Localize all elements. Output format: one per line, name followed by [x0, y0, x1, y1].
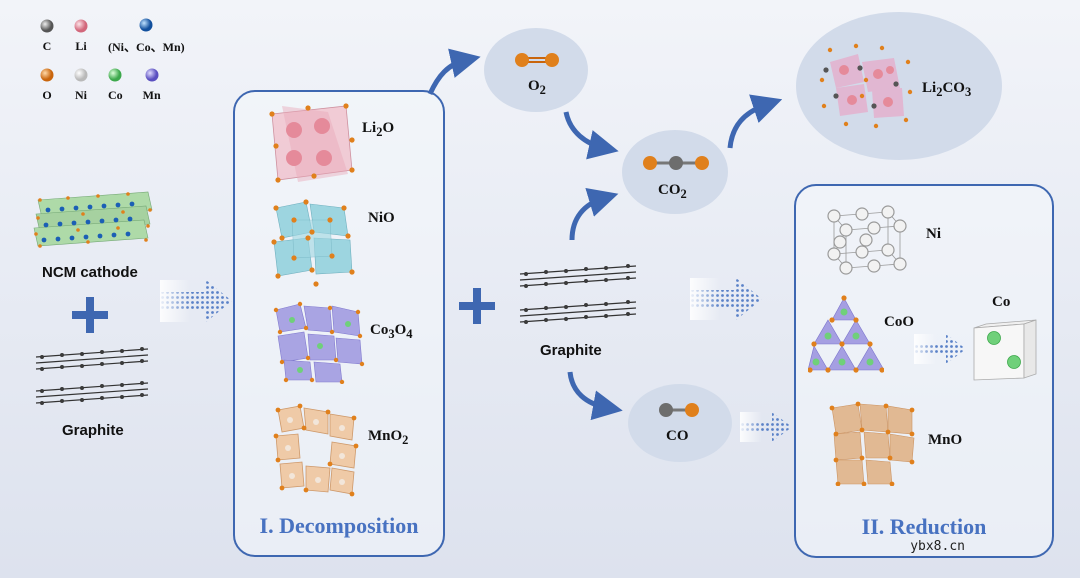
li2o-label-b: O: [382, 120, 395, 136]
co-molecule: [659, 403, 699, 417]
o2-label: O2: [528, 78, 546, 98]
plus-icon: [72, 297, 108, 333]
ni-structure: [827, 205, 907, 275]
ni-label: Ni: [926, 226, 941, 242]
li2o-structure: [269, 103, 355, 183]
mno2-label: MnO2: [368, 428, 408, 448]
arrow-co2-to-li2co3: [727, 94, 783, 149]
oxygen-atom-icon: [40, 68, 54, 82]
graphite-label-left: Graphite: [62, 422, 124, 439]
li2o-label-sub: 2: [376, 125, 383, 139]
li2co3-label: Li2CO3: [922, 80, 971, 100]
lithium-atom-icon: [74, 19, 88, 33]
co3o4-label-sub1: 3: [388, 327, 395, 341]
co3o4-label: Co3O4: [370, 322, 413, 342]
dotted-arrow-icon: [160, 280, 232, 322]
graphite-structure-middle: [519, 264, 637, 324]
mno2-label-sub: 2: [402, 433, 409, 447]
o2-label-sub: 2: [539, 83, 546, 97]
co3o4-label-a: Co: [370, 322, 389, 338]
plus-icon-middle: [459, 288, 495, 324]
co-label: CO: [666, 428, 689, 444]
ncm-cathode-label: NCM cathode: [42, 264, 138, 281]
coo-structure: [808, 295, 884, 373]
nio-label: NiO: [368, 210, 395, 226]
co2-molecule: [643, 156, 709, 170]
li2co3-label-a: Li: [922, 80, 937, 96]
legend-label-c: C: [42, 39, 52, 53]
nio-structure: [271, 199, 355, 287]
mno-structure: [829, 401, 915, 486]
li2co3-label-sub2: 3: [964, 85, 972, 99]
coo-label: CoO: [884, 314, 914, 330]
legend-item-manganese: Mn: [143, 68, 161, 103]
reduction-title: II. Reduction: [861, 514, 987, 539]
manganese-atom-icon: [145, 68, 159, 82]
co2-label: CO2: [658, 182, 687, 202]
co2-label-sub: 2: [680, 187, 687, 201]
transition-metal-atom-icon: [139, 18, 153, 32]
co3o4-label-b: O: [394, 322, 407, 338]
co-metal-label: Co: [992, 294, 1011, 310]
co3o4-label-sub2: 4: [406, 327, 413, 341]
legend-item-nickel: Ni: [74, 68, 88, 103]
co-bubble: [628, 384, 732, 462]
co2-label-main: CO: [658, 182, 681, 198]
arrow-decomp-to-o2: [427, 48, 481, 96]
li2o-label: Li2O: [362, 120, 394, 140]
legend-label-co: Co: [108, 88, 123, 102]
legend-label-tm: (Ni、Co、Mn): [108, 40, 185, 54]
legend-item-carbon: C: [40, 19, 54, 54]
ncm-cathode-structure: [33, 191, 153, 248]
legend-label-ni: Ni: [75, 88, 87, 102]
dotted-arrow-graphite-icon: [690, 278, 762, 320]
legend-item-oxygen: O: [40, 68, 54, 103]
mno2-structure: [273, 403, 359, 497]
li2o-label-a: Li: [362, 120, 377, 136]
legend-item-lithium: Li: [74, 19, 88, 54]
graphite-label-middle: Graphite: [540, 342, 602, 359]
legend-item-cobalt: Co: [108, 68, 123, 103]
legend-item-tm: (Ni、Co、Mn): [108, 18, 185, 55]
o2-bubble: [484, 28, 588, 112]
legend-row-2: O Ni Co Mn: [40, 68, 173, 103]
mno-label: MnO: [928, 432, 963, 448]
legend-label-o: O: [42, 88, 52, 102]
cobalt-atom-icon: [108, 68, 122, 82]
co3o4-structure: [273, 301, 365, 384]
graphite-structure-left: [35, 347, 149, 405]
dotted-arrow-coo-icon: [914, 334, 966, 364]
arrow-graphite-to-co2: [569, 187, 619, 241]
co2-bubble: [622, 130, 728, 214]
arrow-graphite-to-co: [567, 371, 623, 421]
watermark: ybx8.cn: [910, 539, 965, 554]
mno2-label-a: MnO: [368, 428, 403, 444]
legend-row-1: C Li (Ni、Co、Mn): [40, 18, 197, 55]
decomposition-title: I. Decomposition: [259, 513, 419, 538]
co-structure: [973, 319, 1037, 381]
legend-label-li: Li: [75, 39, 87, 53]
dotted-arrow-co-icon: [740, 412, 792, 442]
li2co3-label-b: CO: [942, 80, 965, 96]
arrow-o2-to-co2: [563, 111, 619, 160]
nickel-atom-icon: [74, 68, 88, 82]
carbon-atom-icon: [40, 19, 54, 33]
li2co3-structure: [819, 43, 913, 129]
o2-molecule: [515, 53, 559, 67]
legend-label-mn: Mn: [142, 88, 161, 102]
o2-label-main: O: [528, 78, 540, 94]
li2co3-label-sub1: 2: [936, 85, 943, 99]
